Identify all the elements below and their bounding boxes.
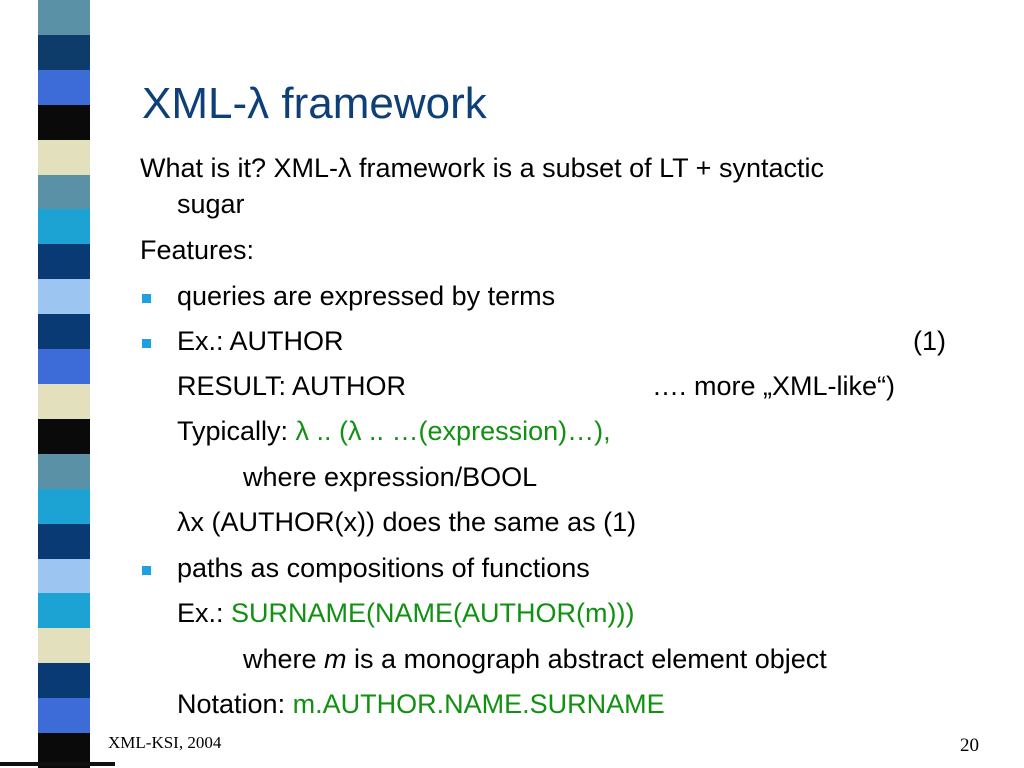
stripe-base-line <box>0 762 115 766</box>
stripe-segment <box>38 418 90 454</box>
stripe-segment <box>38 698 90 734</box>
example-number: (1) <box>913 326 946 356</box>
stripe-segment <box>38 453 90 489</box>
stripe-segment <box>38 244 90 280</box>
stripe-segment <box>38 523 90 559</box>
bullet-icon <box>142 566 151 575</box>
typically-expression: λ .. (λ .. …(expression)…), <box>295 416 611 446</box>
where-monograph-m: m <box>324 644 347 674</box>
notation-label: Notation: <box>177 689 293 719</box>
stripe-segment <box>38 314 90 350</box>
bullet-queries: queries are expressed by terms <box>177 281 556 311</box>
bullet-icon <box>142 339 151 348</box>
where-monograph: where m is a monograph abstract element … <box>243 643 827 675</box>
where-monograph-a: where <box>243 644 325 674</box>
stripe-segment <box>38 593 90 629</box>
stripe-segment <box>38 209 90 245</box>
stripe-segment <box>38 139 90 175</box>
notation-expression: m.AUTHOR.NAME.SURNAME <box>292 689 665 719</box>
where-monograph-b: is a monograph abstract element object <box>346 644 827 674</box>
bullet-icon <box>142 294 151 303</box>
decorative-stripe <box>38 0 90 768</box>
typically-label: Typically: <box>177 416 296 446</box>
result-author: RESULT: AUTHOR <box>177 371 407 401</box>
features-label: Features: <box>140 235 255 265</box>
stripe-segment <box>38 383 90 419</box>
example-paths-label: Ex.: <box>177 598 232 628</box>
stripe-segment <box>38 349 90 384</box>
intro-line-2: sugar <box>177 189 245 219</box>
stripe-segment <box>38 0 90 35</box>
lambda-x-line: λx (AUTHOR(x)) does the same as (1) <box>177 507 637 537</box>
intro-line-1: What is it? XML-λ framework is a subset … <box>140 153 824 183</box>
bullet-paths: paths as compositions of functions <box>177 553 590 583</box>
stripe-segment <box>38 488 90 524</box>
stripe-segment <box>38 628 90 664</box>
stripe-segment <box>38 279 90 315</box>
result-comment: …. more „XML-like“) <box>652 371 896 401</box>
stripe-segment <box>38 104 90 140</box>
footer-course: XML-KSI, 2004 <box>108 733 222 752</box>
where-expression: where expression/BOOL <box>243 462 538 492</box>
stripe-segment <box>38 558 90 594</box>
notation-line: Notation: m.AUTHOR.NAME.SURNAME <box>177 688 665 720</box>
stripe-segment <box>38 69 90 105</box>
slide-title: XML-λ framework <box>142 79 487 128</box>
stripe-segment <box>38 174 90 210</box>
stripe-segment <box>38 34 90 70</box>
typically-line: Typically: λ .. (λ .. …(expression)…), <box>177 415 611 447</box>
example-paths-expression: SURNAME(NAME(AUTHOR(m))) <box>231 598 635 628</box>
example-paths: Ex.: SURNAME(NAME(AUTHOR(m))) <box>177 597 634 629</box>
stripe-segment <box>38 663 90 699</box>
example-author: Ex.: AUTHOR <box>177 326 344 356</box>
page-number: 20 <box>960 735 979 756</box>
